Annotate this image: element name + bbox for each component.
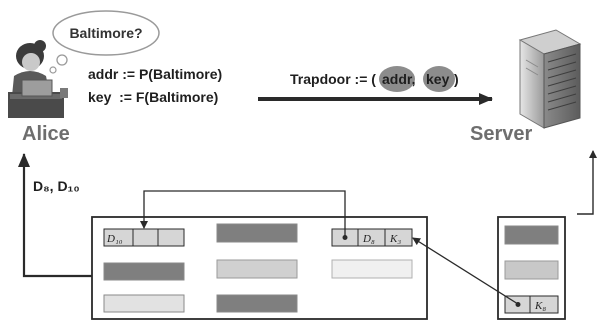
array-node (216, 294, 298, 313)
array-node (103, 262, 185, 281)
server-icon (518, 29, 582, 129)
array-node-d10-doc: D₁₀ (106, 233, 123, 245)
array-node (103, 294, 185, 313)
trapdoor-key: key (426, 71, 450, 87)
array-node-d10: D₁₀ (103, 228, 185, 247)
server-label: Server (470, 123, 532, 145)
addr-computation: addr := P(Baltimore) (88, 66, 222, 82)
table-to-server-arrow (577, 150, 597, 215)
trapdoor-prefix: Trapdoor := ( (290, 71, 376, 87)
table-entry (504, 225, 559, 245)
thought-text: Baltimore? (69, 25, 142, 41)
result-arrow (18, 153, 92, 278)
key-computation: key := F(Baltimore) (88, 89, 218, 105)
array-node-d8-doc: D₈ (362, 233, 375, 245)
array-node-d8-key: K₃ (389, 233, 401, 245)
trapdoor-suffix: ) (454, 71, 459, 87)
array-node (216, 259, 298, 279)
array-node (331, 259, 413, 279)
trapdoor: Trapdoor := ( addr, key ) (290, 66, 459, 92)
node-pointer-arrow (140, 190, 346, 237)
returned-documents: D₈, D₁₀ (33, 178, 80, 194)
trapdoor-addr: addr, (382, 71, 415, 87)
table-pointer-arrow (412, 237, 519, 305)
thought-bubble: Baltimore? (49, 10, 160, 74)
table-entry (504, 260, 559, 280)
array-node-d8: D₈ K₃ (331, 228, 413, 247)
table-entry-key: K₈ (534, 300, 546, 312)
lookup-table: K₈ (497, 216, 566, 320)
alice-label: Alice (22, 123, 70, 145)
array-node (216, 223, 298, 243)
table-entry-k8: K₈ (504, 295, 559, 314)
encrypted-array: D₁₀ D₈ K₃ (91, 216, 428, 320)
alice-person-icon (8, 40, 68, 118)
